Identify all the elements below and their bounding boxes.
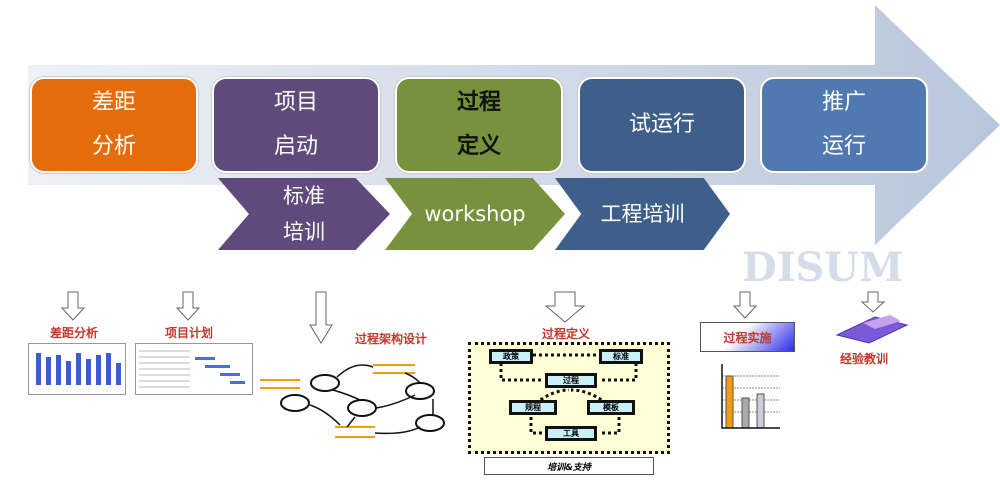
phase-gap-analysis: 差距 分析	[30, 77, 198, 173]
definition-connectors	[499, 353, 638, 435]
label-lessons: 经验教训	[840, 352, 889, 366]
chevron-engineering-training: 工程培训	[555, 178, 730, 250]
node-standard: 标准	[599, 349, 643, 364]
watermark-logo: DISUM	[742, 244, 904, 291]
phase-project-start: 项目 启动	[212, 77, 380, 173]
label-gap-analysis: 差距分析	[50, 326, 99, 340]
label-project-plan: 项目计划	[165, 326, 214, 340]
project-plan-thumbnail	[135, 343, 253, 395]
node-process: 过程	[545, 373, 597, 388]
label-architecture: 过程架构设计	[355, 332, 428, 346]
phase-trial-run: 试运行	[578, 77, 746, 173]
phase-rollout: 推广 运行	[760, 77, 928, 173]
node-tools: 工具	[545, 426, 597, 441]
node-template: 模板	[587, 400, 635, 415]
book-icon	[835, 315, 909, 344]
node-policy: 政策	[489, 349, 533, 364]
chevron-workshop: workshop	[385, 178, 565, 250]
phase-process-definition: 过程 定义	[395, 77, 563, 173]
training-support-box: 培训&支持	[484, 457, 654, 475]
architecture-diagram	[260, 364, 445, 438]
definition-diagram: 政策 标准 过程 规程 模板 工具	[468, 342, 670, 454]
implementation-chart	[721, 364, 780, 429]
gap-chart-thumbnail	[28, 343, 126, 395]
node-procedure: 规程	[509, 400, 557, 415]
label-definition: 过程定义	[542, 327, 591, 341]
implementation-box: 过程实施	[700, 322, 795, 352]
